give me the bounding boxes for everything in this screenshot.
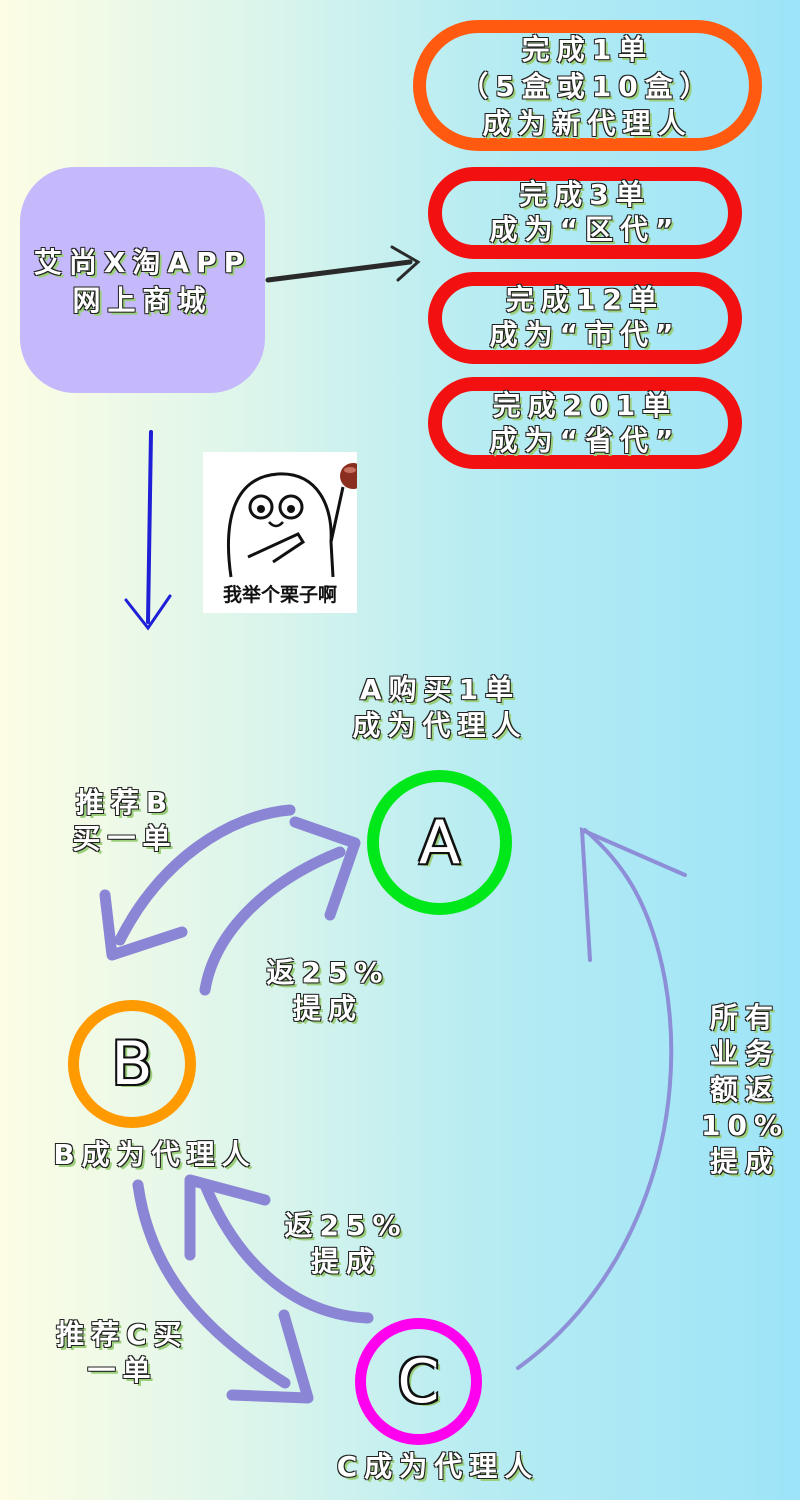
- tier-line: （5盒或10盒）: [460, 70, 715, 103]
- edge-a-to-b-label: 推荐B 买一单: [55, 785, 195, 857]
- edge-line: 一单: [87, 1354, 158, 1387]
- tier-line: 完成3单: [519, 178, 651, 211]
- edge-line: 提成: [292, 992, 363, 1025]
- node-a-caption: A购买1单 成为代理人: [310, 672, 570, 744]
- node-b: B: [68, 1000, 196, 1128]
- tier-province-label: 完成201单 成为“省代”: [428, 388, 742, 458]
- node-b-caption: B成为代理人: [53, 1138, 257, 1171]
- shop-box: [20, 167, 265, 393]
- tier-line: 完成1单: [521, 33, 654, 66]
- node-b-letter: B: [111, 1029, 153, 1099]
- node-c-caption: C成为代理人: [336, 1450, 540, 1483]
- tier-line: 成为新代理人: [482, 107, 693, 140]
- shop-label: 艾尚X淘APP 网上商城: [20, 244, 265, 320]
- tier-district-label: 完成3单 成为“区代”: [428, 177, 742, 247]
- node-a: A: [367, 770, 512, 915]
- edge-line: 买一单: [72, 822, 178, 855]
- edge-line: 业务: [709, 1037, 780, 1070]
- node-c: C: [355, 1318, 482, 1445]
- tier-line: 完成12单: [506, 283, 664, 316]
- edge-line: 10%: [700, 1109, 790, 1142]
- shop-label-line1: 艾尚X淘APP: [33, 246, 252, 279]
- arrow-b-to-a: [199, 846, 346, 996]
- tier-city-label: 完成12单 成为“市代”: [428, 282, 742, 352]
- edge-line: 提成: [310, 1245, 381, 1278]
- arrow-c-to-b-head: [184, 1174, 271, 1261]
- tier-line: 完成201单: [492, 389, 678, 422]
- down-arrow: [124, 430, 172, 631]
- tier-line: 成为“区代”: [489, 213, 681, 246]
- ghost-holding-chestnut-icon: [227, 463, 366, 578]
- meme-sticker: 我举个栗子啊: [203, 452, 366, 613]
- arrow-b-to-a-head: [289, 816, 361, 921]
- tier-line: 成为“省代”: [489, 424, 681, 457]
- edge-line: 推荐B: [75, 786, 175, 819]
- shop-label-line2: 网上商城: [72, 284, 213, 317]
- meme-caption: 我举个栗子啊: [222, 584, 337, 606]
- arrow-c-to-a: [516, 826, 687, 1370]
- shop-to-tiers-arrow: [265, 245, 421, 283]
- arrow-a-to-b: [114, 804, 296, 946]
- arrow-c-to-b: [199, 1179, 374, 1324]
- edge-b-to-a-label: 返25% 提成: [258, 955, 398, 1027]
- edge-line: 额返: [709, 1073, 780, 1106]
- node-c-letter: C: [397, 1346, 440, 1417]
- edge-c-to-b-label: 返25% 提成: [276, 1208, 416, 1280]
- caption-line: 成为代理人: [352, 709, 528, 742]
- tier-new-agent-label: 完成1单 （5盒或10盒） 成为新代理人: [413, 31, 762, 142]
- edge-c-to-a-label: 所有 业务 额返 10% 提成: [695, 1000, 795, 1180]
- arrow-b-to-c: [132, 1179, 291, 1389]
- edge-line: 返25%: [284, 1209, 408, 1242]
- edge-line: 所有: [709, 1001, 780, 1034]
- edge-line: 返25%: [266, 956, 390, 989]
- tier-line: 成为“市代”: [489, 318, 681, 351]
- arrow-b-to-c-head: [226, 1309, 314, 1404]
- edge-line: 推荐C买: [56, 1318, 189, 1351]
- tier-province: [428, 377, 742, 469]
- edge-line: 提成: [709, 1145, 780, 1178]
- caption-line: A购买1单: [359, 673, 521, 706]
- edge-b-to-c-label: 推荐C买 一单: [40, 1317, 205, 1389]
- node-a-letter: A: [418, 807, 461, 878]
- arrow-a-to-b-head: [99, 889, 188, 961]
